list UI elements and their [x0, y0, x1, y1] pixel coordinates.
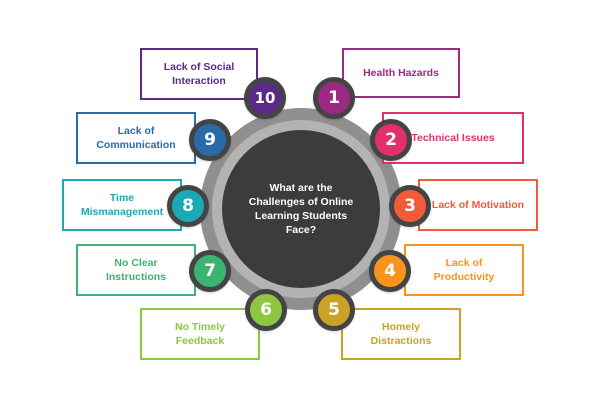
challenge-badge-2: 2	[370, 119, 412, 161]
challenge-label-4: Lack of Productivity	[433, 256, 495, 283]
challenge-label-7: No Clear Instructions	[105, 256, 167, 283]
challenge-badge-3: 3	[389, 185, 431, 227]
challenge-label-3: Lack of Motivation	[431, 198, 525, 211]
challenge-label-8: Time Mismanagement	[80, 191, 164, 218]
challenge-box-6: No Timely Feedback	[140, 308, 260, 360]
challenge-label-6: No Timely Feedback	[175, 320, 225, 347]
center-title: What are the Challenges of Online Learni…	[248, 181, 354, 237]
challenge-label-9: Lack of Communication	[96, 124, 176, 151]
challenge-badge-6: 6	[245, 289, 287, 331]
challenge-badge-10: 10	[244, 77, 286, 119]
center-circle: What are the Challenges of Online Learni…	[222, 130, 380, 288]
challenge-label-2: Technical Issues	[411, 131, 495, 144]
challenge-badge-5: 5	[313, 289, 355, 331]
challenge-label-10: Lack of Social Interaction	[163, 60, 235, 87]
challenge-box-9: Lack of Communication	[76, 112, 196, 164]
challenge-label-5: Homely Distractions	[370, 320, 432, 347]
challenge-label-1: Health Hazards	[363, 66, 439, 79]
challenge-box-8: Time Mismanagement	[62, 179, 182, 231]
challenge-badge-8: 8	[167, 185, 209, 227]
challenge-badge-4: 4	[369, 250, 411, 292]
challenge-box-7: No Clear Instructions	[76, 244, 196, 296]
challenge-badge-9: 9	[189, 119, 231, 161]
challenge-box-3: Lack of Motivation	[418, 179, 538, 231]
challenge-badge-1: 1	[313, 77, 355, 119]
challenge-box-10: Lack of Social Interaction	[140, 48, 258, 100]
challenge-box-5: Homely Distractions	[341, 308, 461, 360]
challenge-badge-7: 7	[189, 250, 231, 292]
challenge-box-4: Lack of Productivity	[404, 244, 524, 296]
challenge-box-1: Health Hazards	[342, 48, 460, 98]
